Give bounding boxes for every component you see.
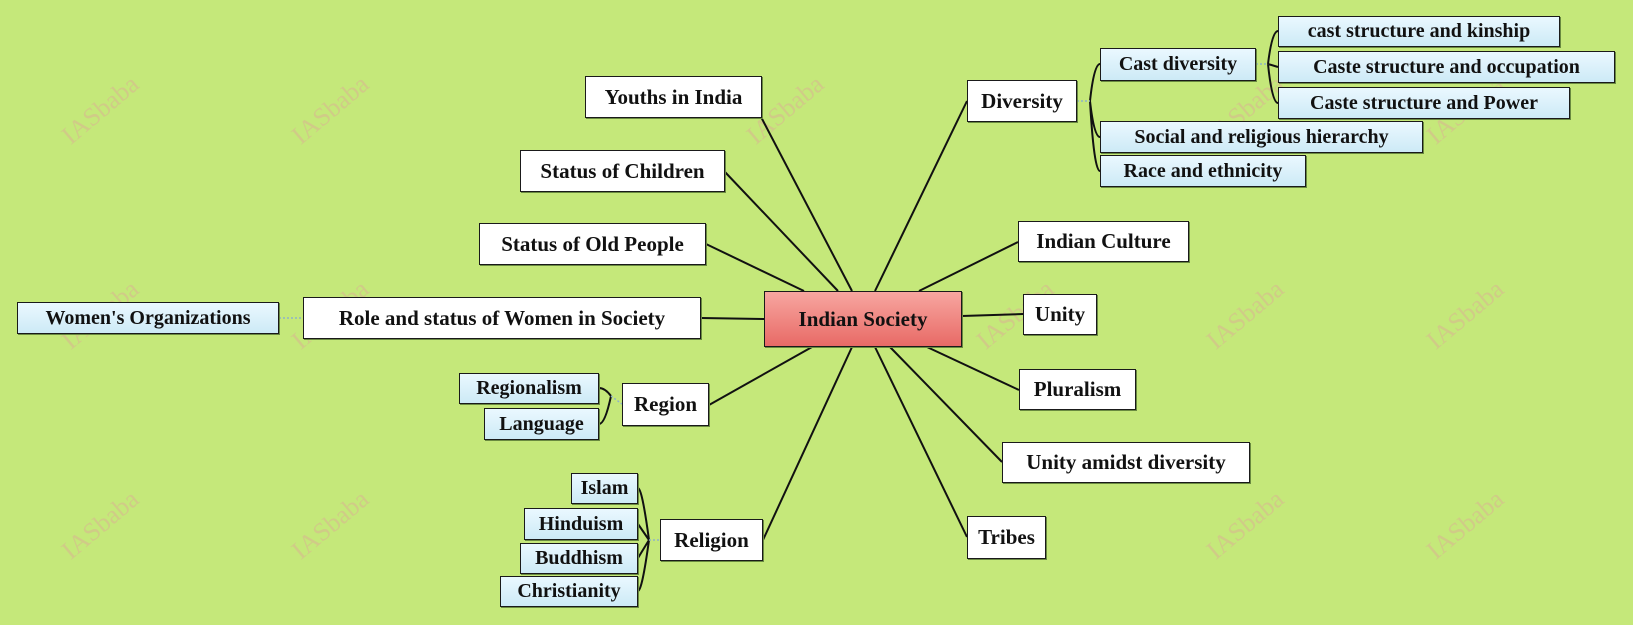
subtopic-cast-diversity[interactable]: Cast diversity <box>1100 48 1256 81</box>
topic-tribes[interactable]: Tribes <box>967 516 1046 559</box>
topic-youths[interactable]: Youths in India <box>585 76 762 118</box>
subtopic-race-ethnicity[interactable]: Race and ethnicity <box>1100 155 1306 187</box>
subtopic-buddhism[interactable]: Buddhism <box>520 543 638 574</box>
subtopic-christianity[interactable]: Christianity <box>500 576 638 607</box>
subtopic-regionalism[interactable]: Regionalism <box>459 373 599 404</box>
topic-old-people[interactable]: Status of Old People <box>479 223 706 265</box>
topic-diversity[interactable]: Diversity <box>967 80 1077 122</box>
subtopic-caste-occupation[interactable]: Caste structure and occupation <box>1278 51 1615 83</box>
subtopic-caste-power[interactable]: Caste structure and Power <box>1278 87 1570 119</box>
topic-pluralism[interactable]: Pluralism <box>1019 369 1136 410</box>
topic-indian-culture[interactable]: Indian Culture <box>1018 221 1189 262</box>
topic-unity-amidst-diversity[interactable]: Unity amidst diversity <box>1002 442 1250 483</box>
subtopic-womens-organizations[interactable]: Women's Organizations <box>17 302 279 334</box>
topic-children[interactable]: Status of Children <box>520 150 725 192</box>
subtopic-language[interactable]: Language <box>484 408 599 440</box>
subtopic-caste-kinship[interactable]: cast structure and kinship <box>1278 16 1560 47</box>
subtopic-social-hierarchy[interactable]: Social and religious hierarchy <box>1100 121 1423 153</box>
topic-region[interactable]: Region <box>622 383 709 426</box>
topic-religion[interactable]: Religion <box>660 519 763 561</box>
subtopic-islam[interactable]: Islam <box>571 473 638 504</box>
central-topic[interactable]: Indian Society <box>764 291 962 347</box>
topic-unity[interactable]: Unity <box>1023 294 1097 335</box>
topic-women[interactable]: Role and status of Women in Society <box>303 297 701 339</box>
subtopic-hinduism[interactable]: Hinduism <box>524 508 638 540</box>
